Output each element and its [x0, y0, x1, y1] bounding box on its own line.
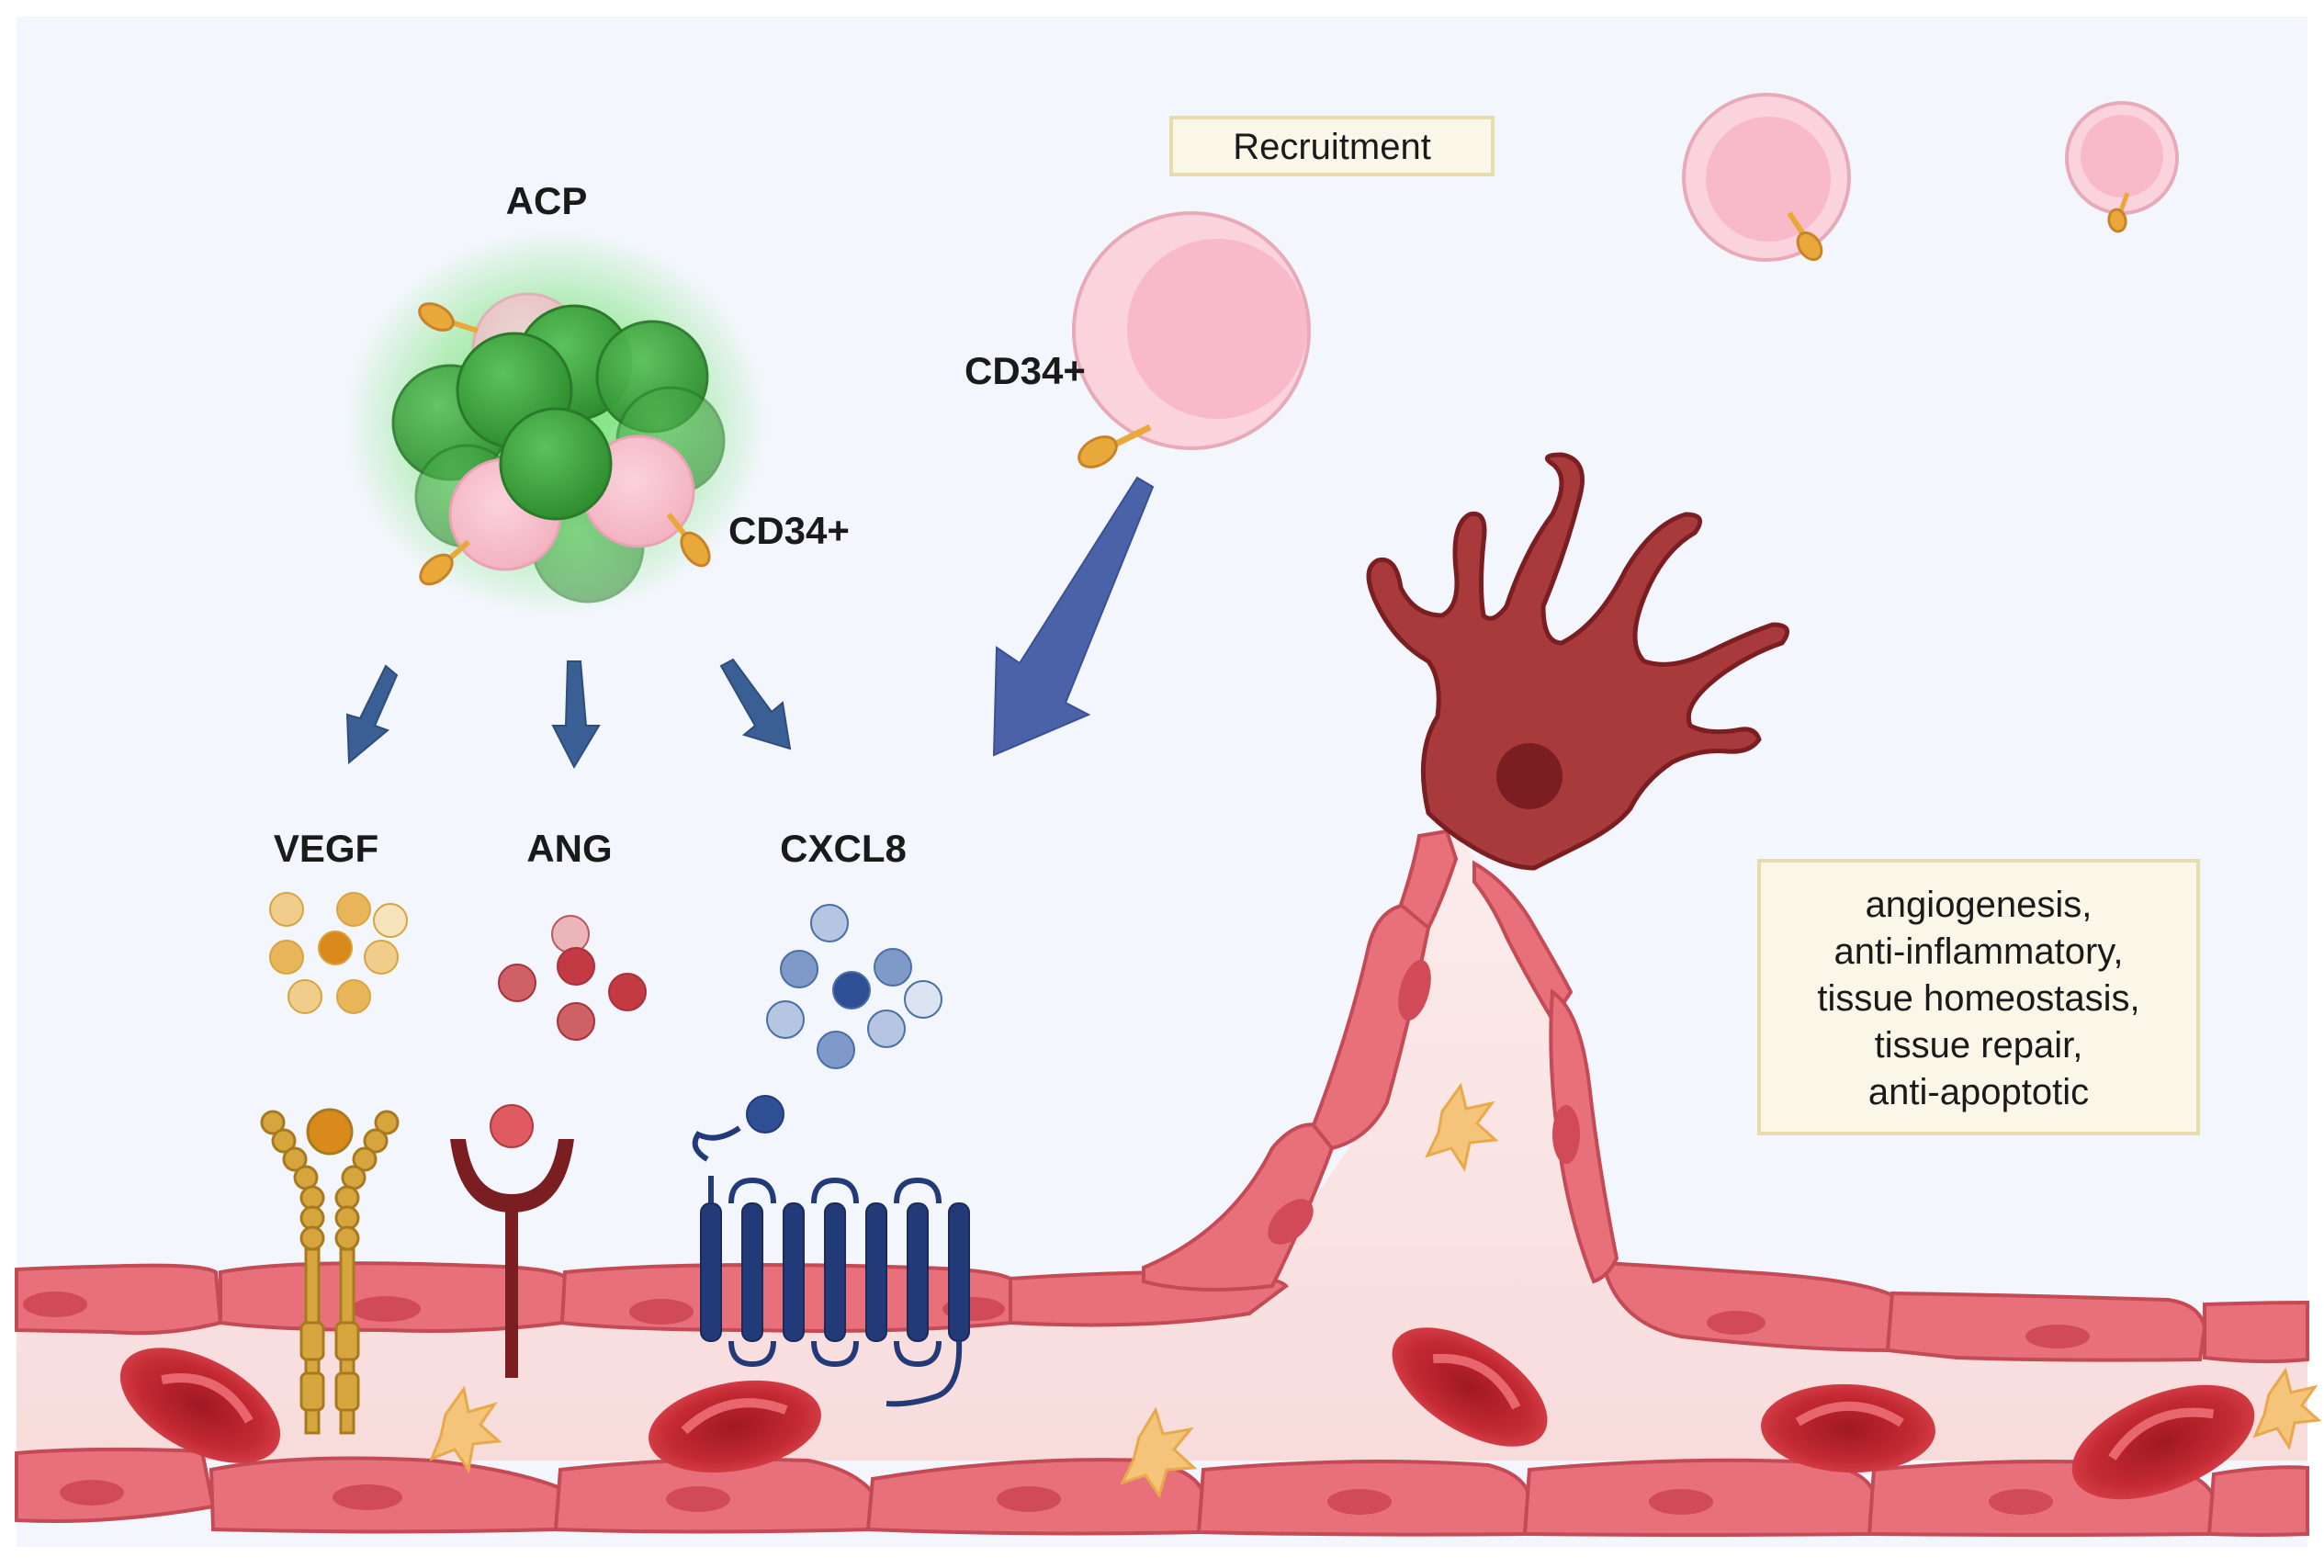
erythrocyte	[649, 1380, 821, 1473]
erythrocyte	[2071, 1384, 2255, 1500]
erythrocyte	[1392, 1327, 1548, 1447]
acp-label: ACP	[506, 179, 588, 222]
erythrocyte	[119, 1348, 281, 1463]
platelet	[429, 1385, 502, 1473]
tip-cell-nucleus	[1496, 743, 1562, 809]
recruitment-box: Recruitment	[1169, 116, 1495, 176]
red-blood-cells	[119, 1327, 2255, 1500]
effect-line: anti-apoptotic	[1868, 1072, 2089, 1112]
vegf-molecules	[269, 892, 408, 1014]
effect-line: anti-inflammatory,	[1834, 931, 2124, 972]
platelet	[1120, 1406, 1198, 1499]
cd34-cell-medium	[1682, 93, 1851, 262]
cxcl8-molecules	[766, 904, 942, 1069]
cxcl8-label: CXCL8	[780, 827, 907, 870]
cd34-cell-large	[1072, 211, 1311, 468]
effects-box: angiogenesis, anti-inflammatory, tissue …	[1757, 859, 2200, 1135]
arrow-to-cxcl8	[719, 658, 792, 750]
sprout-right-wall	[1472, 860, 1619, 1284]
effect-line: tissue repair,	[1875, 1025, 2083, 1066]
platelet	[2252, 1367, 2322, 1450]
effect-line: tissue homeostasis,	[1817, 978, 2139, 1019]
cd34-markers-cluster	[418, 302, 711, 586]
ang-receptor	[450, 1104, 574, 1378]
blood-vessel	[15, 452, 2322, 1537]
ang-label: ANG	[526, 827, 612, 870]
arrow-to-ang	[551, 660, 601, 770]
platelet	[1425, 1082, 1499, 1172]
cd34-cell-label: CD34+	[965, 349, 1086, 392]
sprout-nuclei	[1268, 959, 1580, 1245]
cxcl8-receptor	[692, 1095, 970, 1407]
ang-molecules	[498, 915, 647, 1041]
vegf-label: VEGF	[274, 827, 378, 870]
erythrocyte	[1761, 1383, 1935, 1473]
cd34-cell-small	[2065, 101, 2179, 233]
acp-cells	[391, 292, 726, 604]
effect-line: angiogenesis,	[1866, 885, 2093, 925]
cd34-cluster-label: CD34+	[728, 509, 850, 552]
vessel-top-nuclei	[23, 1292, 2090, 1348]
vegf-receptor	[260, 1108, 400, 1435]
cd34-cells: CD34+	[965, 93, 2179, 468]
platelets	[429, 1082, 2322, 1499]
acp-cluster: ACP CD34+	[344, 179, 850, 615]
recruitment-label: Recruitment	[1233, 127, 1431, 167]
vessel-bottom-nuclei	[60, 1480, 2053, 1515]
recruitment-arrow	[992, 476, 1155, 757]
sprout-left-wall	[1142, 829, 1459, 1292]
secretion-arrows	[345, 658, 792, 770]
endothelial-tip-cell	[1366, 452, 1790, 871]
arrow-to-vegf	[345, 664, 399, 765]
